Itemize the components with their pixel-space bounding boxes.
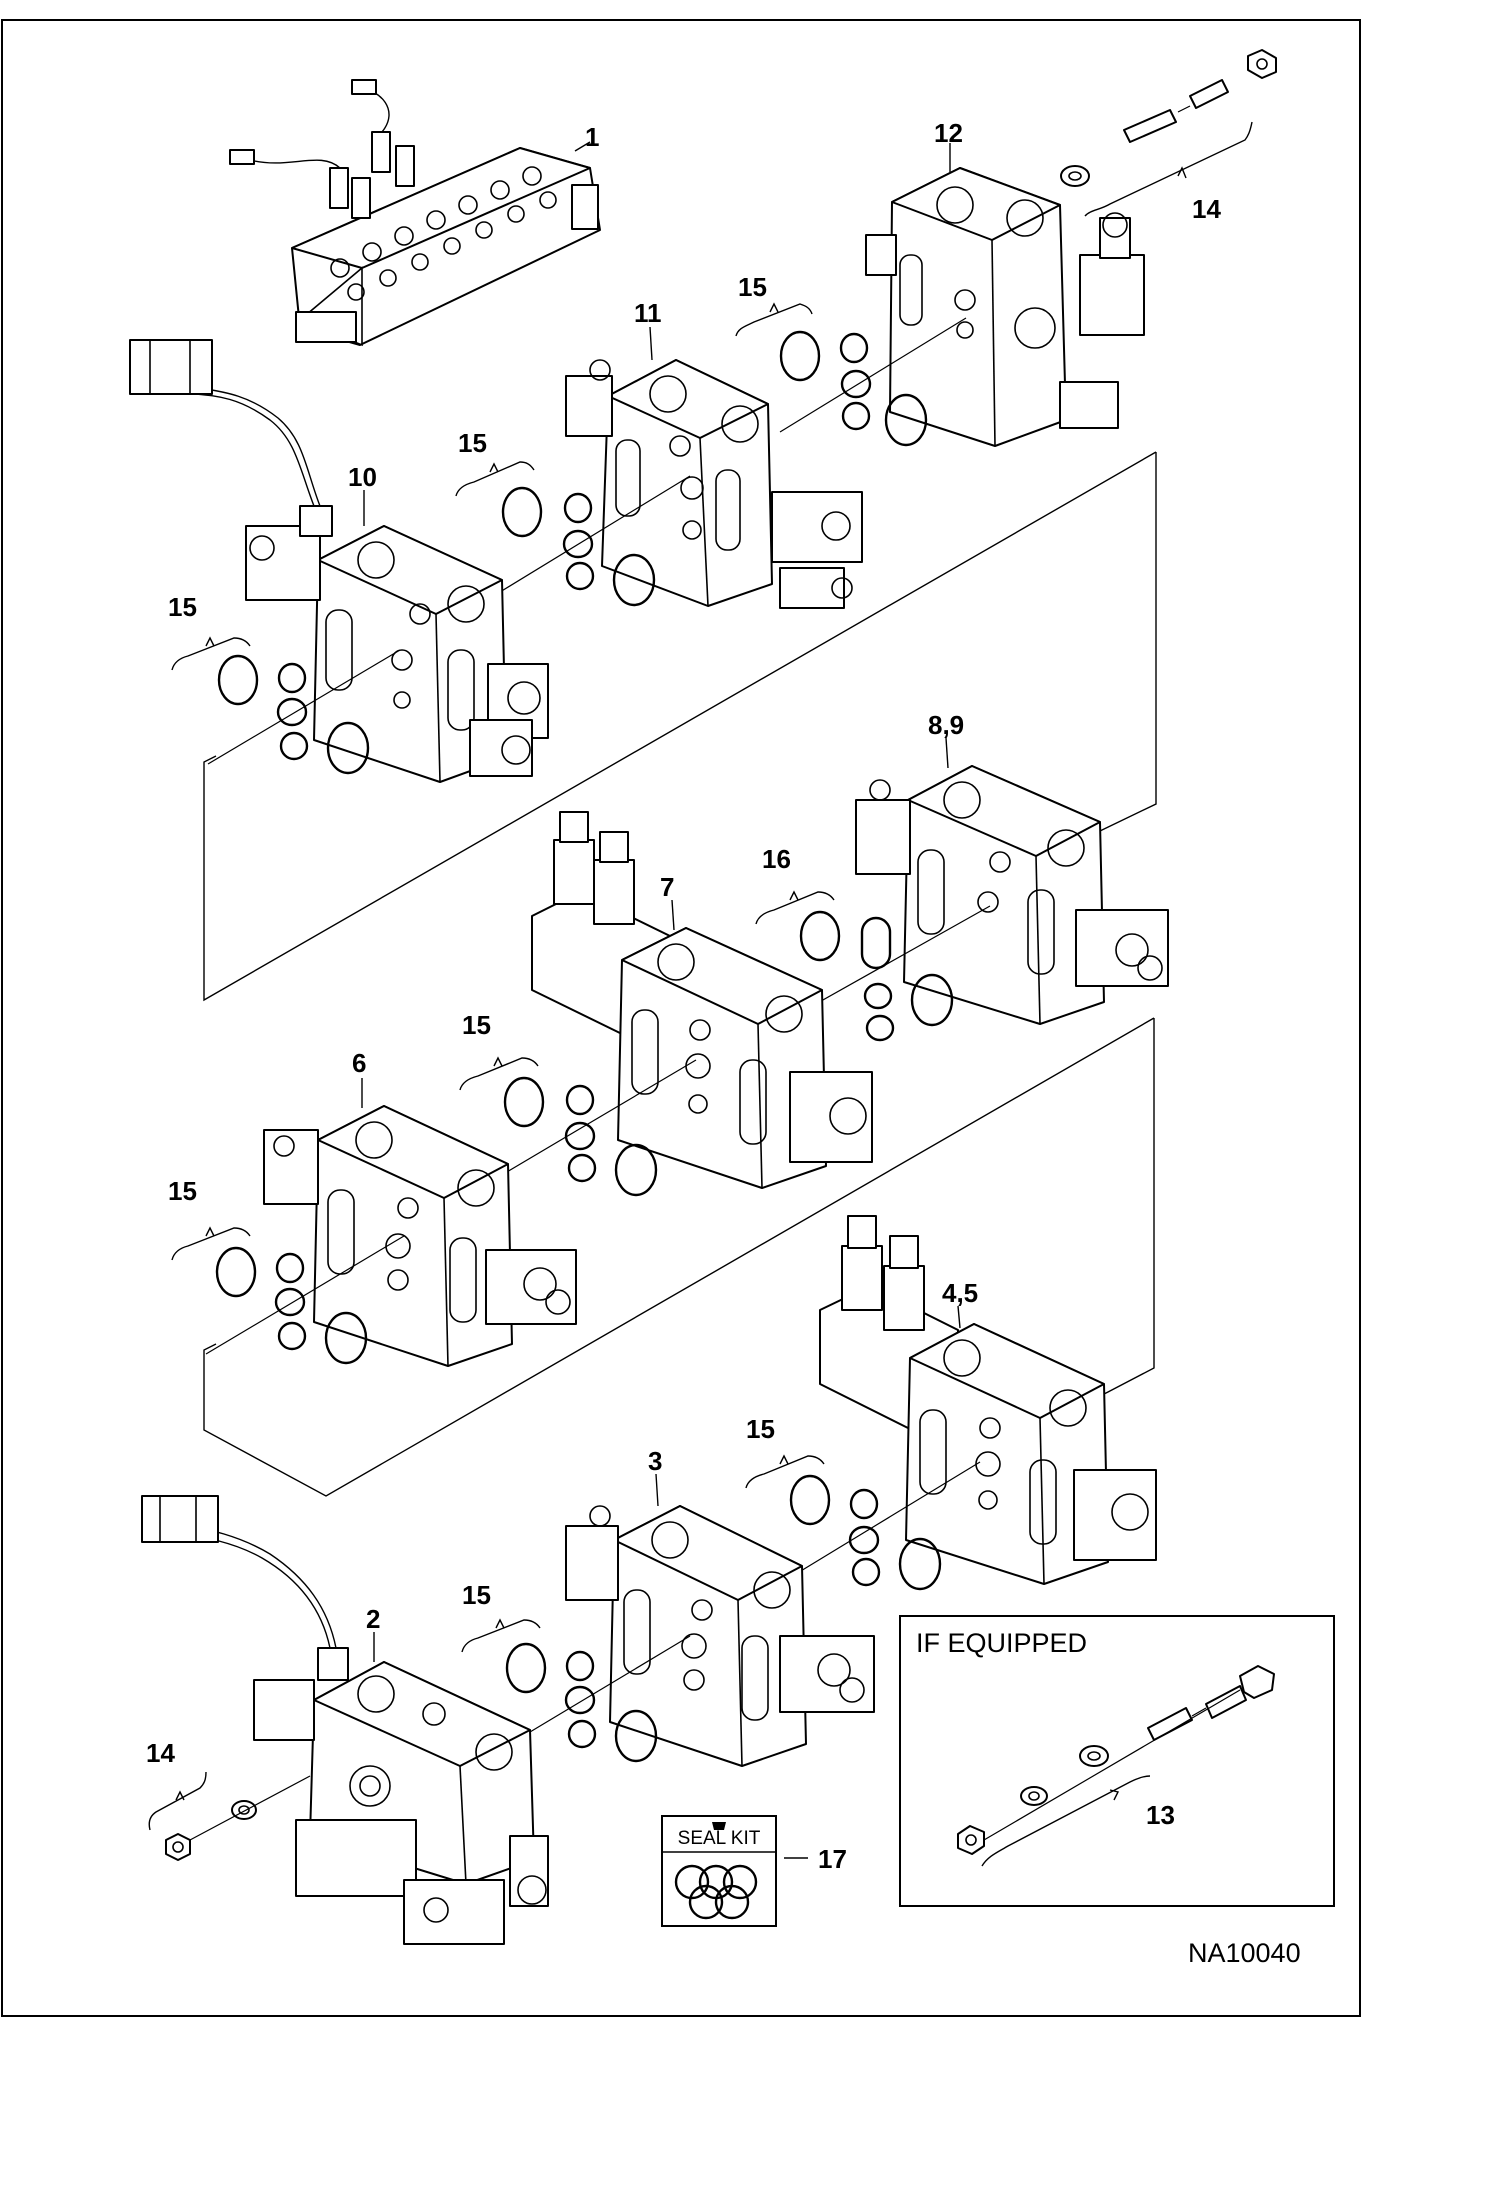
seal-group-15-b — [455, 461, 691, 607]
callout-15-c: 15 — [168, 592, 197, 622]
callout-13: 13 — [1146, 1800, 1175, 1830]
seal-group-15-f — [745, 1454, 981, 1591]
callout-8-9: 8,9 — [928, 710, 964, 740]
seal-kit-label: SEAL KIT — [678, 1828, 761, 1849]
diagram-border — [1, 19, 1361, 2017]
valve-section-2 — [141, 1495, 549, 1945]
valve-section-7 — [531, 811, 873, 1189]
hardware-14-bottom — [148, 1771, 311, 1861]
callout-10: 10 — [348, 462, 377, 492]
valve-section-8-9 — [855, 765, 1169, 1025]
seal-group-15-e — [171, 1226, 405, 1365]
callout-17: 17 — [818, 1844, 847, 1874]
callout-1: 1 — [585, 122, 599, 152]
callout-3: 3 — [648, 1446, 662, 1476]
valve-section-10 — [129, 339, 549, 783]
figure-id: NA10040 — [1188, 1938, 1301, 1968]
callout-14-top: 14 — [1192, 194, 1221, 224]
callout-7: 7 — [660, 872, 674, 902]
seal-group-15-d — [459, 1056, 697, 1197]
callout-16: 16 — [762, 844, 791, 874]
valve-section-12 — [865, 167, 1145, 447]
callout-4-5: 4,5 — [942, 1278, 978, 1308]
section-connector-frame-upper — [1089, 452, 1157, 837]
seal-group-15-a — [735, 302, 967, 447]
callout-15-a: 15 — [738, 272, 767, 302]
seal-kit-17 — [661, 1815, 777, 1927]
valve-section-4-5 — [819, 1215, 1157, 1585]
seal-group-15-g — [461, 1618, 691, 1763]
hardware-14-top — [1060, 49, 1277, 217]
valve-section-6 — [263, 1105, 577, 1367]
callout-15-b: 15 — [458, 428, 487, 458]
valve-assembly-1 — [229, 79, 601, 347]
callout-2: 2 — [366, 1604, 380, 1634]
callout-15-e: 15 — [168, 1176, 197, 1206]
callout-15-d: 15 — [462, 1010, 491, 1040]
callout-11: 11 — [634, 298, 662, 328]
valve-section-11 — [565, 359, 863, 609]
if-equipped-title: IF EQUIPPED — [916, 1628, 1087, 1658]
callout-12: 12 — [934, 118, 963, 148]
callout-15-g: 15 — [462, 1580, 491, 1610]
callout-15-f: 15 — [746, 1414, 775, 1444]
callout-14-bottom: 14 — [146, 1738, 175, 1768]
seal-group-16 — [755, 890, 991, 1042]
section-connector-frame-lower — [1095, 1018, 1155, 1399]
seal-group-15-c — [171, 636, 401, 775]
callout-6: 6 — [352, 1048, 366, 1078]
valve-section-3 — [565, 1505, 875, 1767]
optional-hardware-box — [899, 1615, 1335, 1907]
